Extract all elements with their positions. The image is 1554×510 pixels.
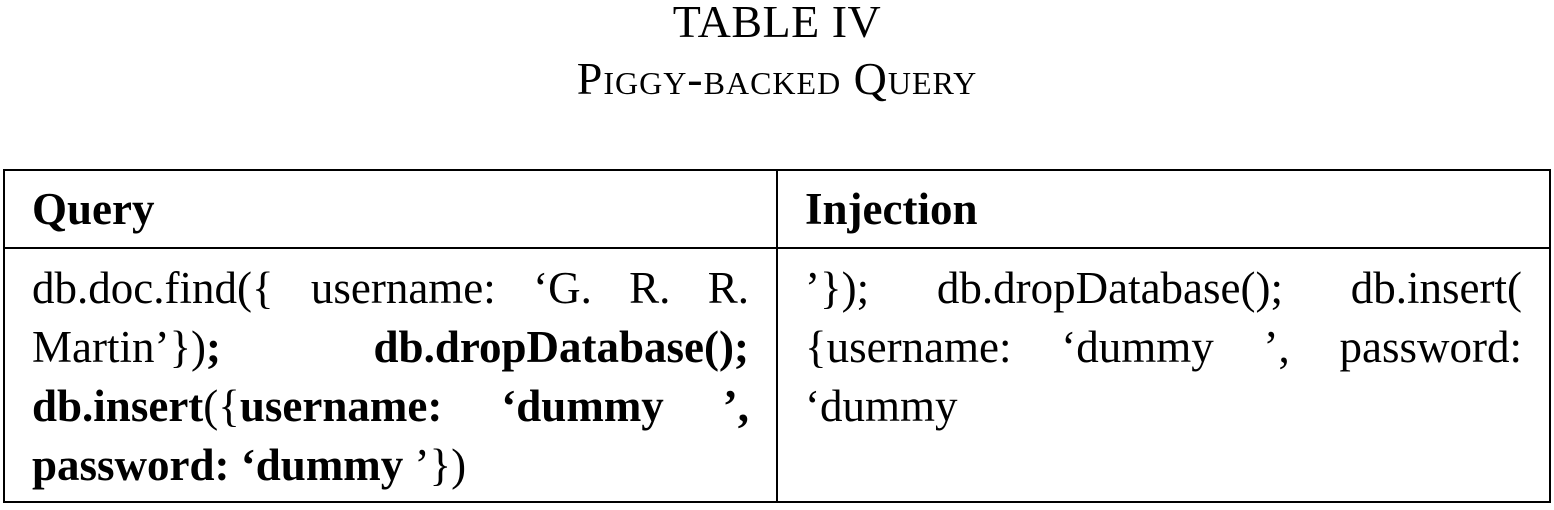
- query-segment: ; db.dropDatabase(); db.insert: [32, 322, 749, 431]
- injection-cell: ’}); db.dropDatabase(); db.insert( {user…: [776, 247, 1551, 503]
- query-segment: db.doc.find({ username: ‘G. R. R. Martin…: [32, 263, 749, 372]
- table-row: db.doc.find({ username: ‘G. R. R. Martin…: [3, 247, 1551, 503]
- table-header-row: Query Injection: [3, 169, 1551, 249]
- header-query: Query: [3, 169, 778, 249]
- query-segment: username: ‘dummy ’, password: ‘dummy: [32, 381, 749, 490]
- table-title: Piggy-backed Query: [576, 53, 978, 104]
- piggy-backed-query-table: Query Injection db.doc.find({ username: …: [3, 169, 1551, 503]
- table-number: TABLE IV: [672, 0, 882, 47]
- query-segment: ({: [203, 381, 240, 431]
- header-injection: Injection: [776, 169, 1551, 249]
- query-cell: db.doc.find({ username: ‘G. R. R. Martin…: [3, 247, 778, 503]
- query-segment: ’}): [414, 440, 467, 490]
